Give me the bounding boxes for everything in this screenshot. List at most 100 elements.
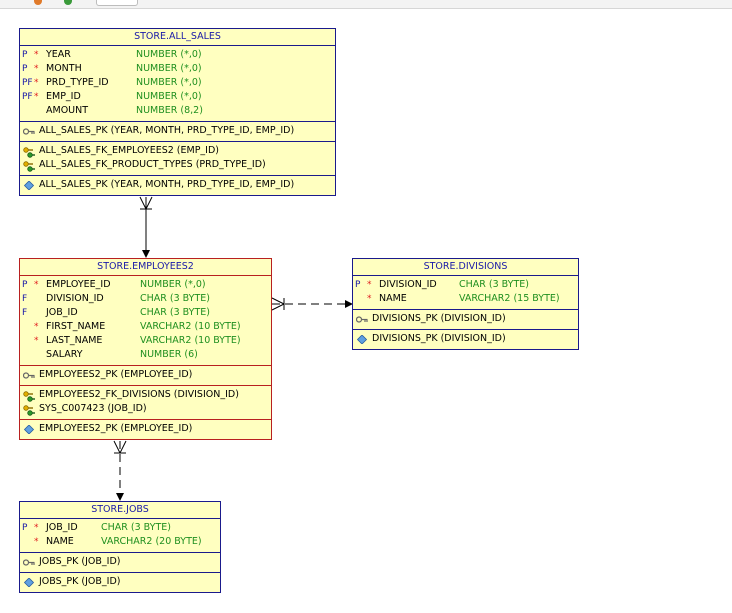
primary-key-row-label: ALL_SALES_PK (YEAR, MONTH, PRD_TYPE_ID, … <box>39 125 295 136</box>
column-row[interactable]: PF* PRD_TYPE_ID NUMBER (*,0) <box>20 76 335 90</box>
foreign-key-row[interactable]: ALL_SALES_FK_EMPLOYEES2 (EMP_ID) <box>20 144 335 158</box>
relation-all-sales-employees2[interactable] <box>139 196 153 258</box>
column-name: JOB_ID <box>46 522 78 533</box>
column-type: CHAR (3 BYTE) <box>459 279 529 290</box>
column-type: VARCHAR2 (10 BYTE) <box>140 335 241 346</box>
primary-key-row-label: JOBS_PK (JOB_ID) <box>39 556 121 567</box>
primary-key-icon <box>22 371 35 380</box>
foreign-keys-section: EMPLOYEES2_FK_DIVISIONS (DIVISION_ID) SYS… <box>20 385 271 419</box>
foreign-key-row-label: ALL_SALES_FK_EMPLOYEES2 (EMP_ID) <box>39 145 220 156</box>
index-row-label: JOBS_PK (JOB_ID) <box>39 576 121 587</box>
column-type: VARCHAR2 (15 BYTE) <box>459 293 560 304</box>
primary-key-row[interactable]: EMPLOYEES2_PK (EMPLOYEE_ID) <box>20 368 271 382</box>
column-type: CHAR (3 BYTE) <box>140 307 210 318</box>
required-marker: * <box>34 92 39 102</box>
foreign-key-row[interactable]: ALL_SALES_FK_PRODUCT_TYPES (PRD_TYPE_ID) <box>20 158 335 172</box>
table-title: STORE.EMPLOYEES2 <box>20 259 271 276</box>
foreign-key-row[interactable]: EMPLOYEES2_FK_DIVISIONS (DIVISION_ID) <box>20 388 271 402</box>
arrow-head-icon <box>116 493 124 501</box>
column-name: DIVISION_ID <box>46 293 104 304</box>
toolbar-icon[interactable] <box>64 0 72 5</box>
required-marker: * <box>34 523 39 533</box>
key-flag: PF <box>22 92 33 102</box>
toolbar-tab[interactable] <box>96 0 138 6</box>
key-flag: P <box>22 50 28 60</box>
column-type: NUMBER (*,0) <box>136 77 202 88</box>
column-row[interactable]: AMOUNT NUMBER (8,2) <box>20 104 335 118</box>
index-row[interactable]: EMPLOYEES2_PK (EMPLOYEE_ID) <box>20 422 271 436</box>
required-marker: * <box>34 322 39 332</box>
required-marker: * <box>34 64 39 74</box>
index-icon <box>23 424 35 435</box>
primary-key-section: EMPLOYEES2_PK (EMPLOYEE_ID) <box>20 365 271 385</box>
column-name: DIVISION_ID <box>379 279 437 290</box>
column-type: VARCHAR2 (20 BYTE) <box>101 536 202 547</box>
index-row[interactable]: ALL_SALES_PK (YEAR, MONTH, PRD_TYPE_ID, … <box>20 178 335 192</box>
column-name: JOB_ID <box>46 307 78 318</box>
column-name: FIRST_NAME <box>46 321 106 332</box>
primary-key-row[interactable]: ALL_SALES_PK (YEAR, MONTH, PRD_TYPE_ID, … <box>20 124 335 138</box>
primary-key-section: ALL_SALES_PK (YEAR, MONTH, PRD_TYPE_ID, … <box>20 121 335 141</box>
table-title: STORE.JOBS <box>20 502 220 519</box>
column-name: AMOUNT <box>46 105 89 116</box>
foreign-key-row[interactable]: SYS_C007423 (JOB_ID) <box>20 402 271 416</box>
index-row[interactable]: JOBS_PK (JOB_ID) <box>20 575 220 589</box>
primary-key-icon <box>355 315 368 324</box>
index-icon <box>23 180 35 191</box>
relation-employees2-divisions[interactable] <box>271 297 353 311</box>
column-name: MONTH <box>46 63 82 74</box>
column-name: SALARY <box>46 349 83 360</box>
column-type: CHAR (3 BYTE) <box>140 293 210 304</box>
top-toolbar-strip <box>0 0 732 9</box>
column-name: PRD_TYPE_ID <box>46 77 109 88</box>
foreign-key-row-label: EMPLOYEES2_FK_DIVISIONS (DIVISION_ID) <box>39 389 239 400</box>
primary-key-row[interactable]: JOBS_PK (JOB_ID) <box>20 555 220 569</box>
key-flag: P <box>22 64 28 74</box>
index-icon <box>23 577 35 588</box>
relation-employees2-jobs[interactable] <box>113 440 127 501</box>
column-row[interactable]: * FIRST_NAME VARCHAR2 (10 BYTE) <box>20 320 271 334</box>
primary-key-icon <box>22 558 35 567</box>
column-row[interactable]: F JOB_ID CHAR (3 BYTE) <box>20 306 271 320</box>
column-name: LAST_NAME <box>46 335 103 346</box>
primary-key-row[interactable]: DIVISIONS_PK (DIVISION_ID) <box>353 312 578 326</box>
key-flag: P <box>355 280 361 290</box>
foreign-key-icon <box>23 161 35 172</box>
foreign-key-row-label: ALL_SALES_FK_PRODUCT_TYPES (PRD_TYPE_ID) <box>39 159 266 170</box>
primary-key-row-label: EMPLOYEES2_PK (EMPLOYEE_ID) <box>39 369 193 380</box>
column-type: VARCHAR2 (10 BYTE) <box>140 321 241 332</box>
foreign-key-icon <box>23 405 35 416</box>
key-flag: PF <box>22 78 33 88</box>
column-type: NUMBER (8,2) <box>136 105 203 116</box>
required-marker: * <box>34 280 39 290</box>
primary-key-section: DIVISIONS_PK (DIVISION_ID) <box>353 309 578 329</box>
required-marker: * <box>34 78 39 88</box>
column-type: NUMBER (*,0) <box>136 91 202 102</box>
column-name: YEAR <box>46 49 71 60</box>
primary-key-icon <box>22 127 35 136</box>
toolbar-icon[interactable] <box>34 0 42 5</box>
column-type: NUMBER (*,0) <box>140 279 206 290</box>
index-row[interactable]: DIVISIONS_PK (DIVISION_ID) <box>353 332 578 346</box>
column-name: EMPLOYEE_ID <box>46 279 111 290</box>
key-flag: F <box>22 308 28 318</box>
required-marker: * <box>34 537 39 547</box>
primary-key-section: JOBS_PK (JOB_ID) <box>20 552 220 572</box>
